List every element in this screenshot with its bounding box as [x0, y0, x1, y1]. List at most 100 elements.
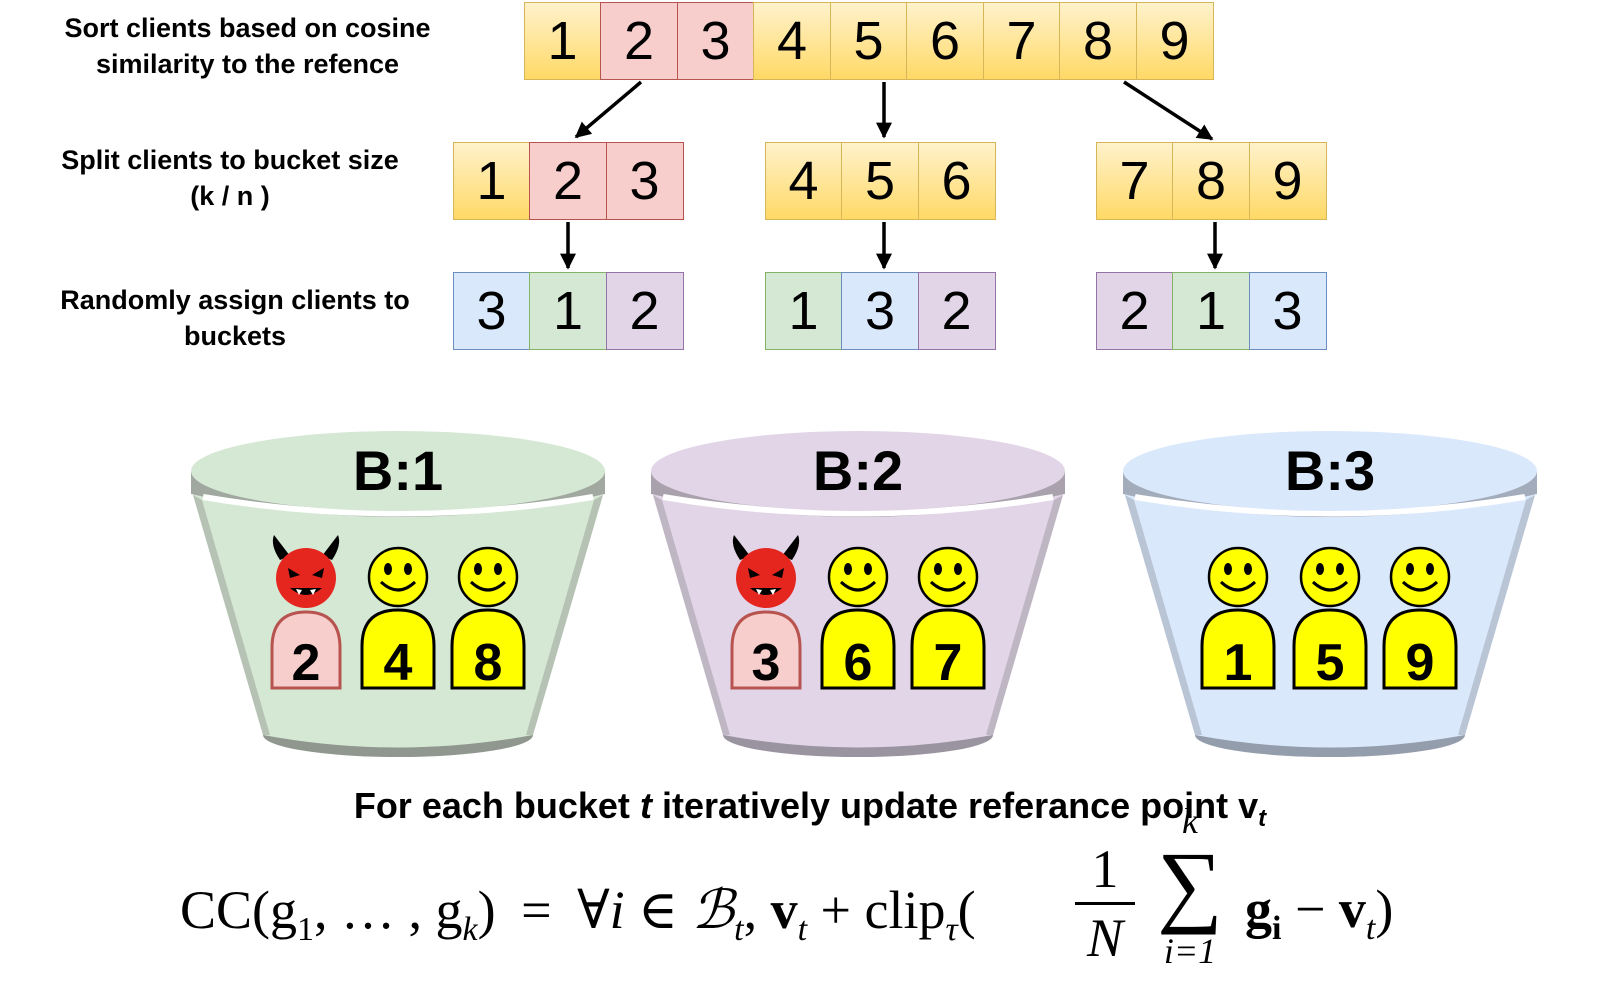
label-assign-line2: buckets: [183, 321, 287, 351]
client-number: 6: [844, 634, 873, 692]
caption-sub: t: [1258, 805, 1267, 833]
formula-v2-sub: t: [1365, 909, 1376, 947]
formula-lhs-sub1: 1: [297, 910, 315, 948]
client-number: 9: [1406, 634, 1435, 692]
formula-lhs: CC(g: [180, 880, 298, 940]
malicious-client: 3: [730, 535, 802, 692]
bucket-1: B:1 2 4 8: [191, 431, 605, 757]
benign-client: 8: [450, 546, 526, 692]
devil-icon: [272, 535, 340, 608]
bucket-title: B:2: [813, 439, 903, 502]
formula-sum-symbol: ∑: [1157, 833, 1223, 935]
label-sort-line1: Sort clients based on cosine: [64, 13, 431, 43]
formula-minus: −: [1294, 879, 1326, 939]
bucket-rim: [191, 431, 605, 511]
cc-formula: CC(g1, … , gk) = ∀i ∈ ℬt, vt + clipτ( 1 …: [180, 801, 1394, 971]
client-body: [820, 608, 896, 690]
client-number: 2: [292, 634, 321, 692]
benign-client: 6: [820, 546, 896, 692]
formula-equals: =: [521, 880, 552, 940]
arrows: [560, 80, 1223, 270]
formula-set-b: ℬ: [691, 880, 735, 940]
arrow-sort-to-split-3: [1123, 80, 1214, 141]
formula-sum-top: k: [1182, 801, 1198, 841]
client-body: [1292, 608, 1368, 690]
label-split-line1: Split clients to bucket size: [61, 145, 399, 175]
label-split: Split clients to bucket size (k / n ): [20, 142, 440, 214]
client-body: [1200, 608, 1276, 690]
formula-v2: v: [1338, 879, 1366, 939]
formula-fraction: 1 N: [1075, 838, 1135, 969]
benign-client: 9: [1382, 546, 1458, 692]
label-assign: Randomly assign clients to buckets: [20, 282, 450, 354]
bucket-title: B:3: [1285, 439, 1375, 502]
caption-text: For each bucket: [353, 785, 630, 826]
smiley-icon: [917, 546, 979, 608]
client-number: 8: [474, 634, 503, 692]
formula-lhs-close: ): [477, 880, 496, 940]
formula-forall: ∀i ∈: [577, 880, 679, 940]
split-client-cell: 4: [764, 142, 843, 220]
bucket-update-caption: For each bucket t iteratively update ref…: [0, 785, 1620, 833]
assigned-bucket-cell: 2: [917, 272, 996, 350]
split-client-cell: 8: [1172, 142, 1250, 220]
formula-v-sub: t: [797, 910, 808, 948]
client-body: [910, 608, 986, 690]
formula-sum: k ∑ i=1: [1145, 800, 1235, 972]
sorted-client-cell: 9: [1135, 2, 1214, 80]
assigned-bucket-cell: 3: [452, 272, 531, 350]
smiley-icon: [1389, 546, 1451, 608]
split-client-cell: 9: [1248, 142, 1327, 220]
sorted-client-cell: 7: [982, 2, 1061, 80]
formula-set-b-sub: t: [734, 910, 744, 948]
bucket-rim: [1123, 431, 1537, 511]
formula-g-sub: i: [1272, 909, 1282, 947]
client-number: 3: [752, 634, 781, 692]
arrow-sort-to-split-1: [574, 80, 643, 139]
assigned-bucket-cell: 2: [605, 272, 684, 350]
sorted-client-cell: 3: [676, 2, 755, 80]
smiley-icon: [1299, 546, 1361, 608]
caption-var: t: [639, 785, 652, 826]
formula-lhs-subk: k: [462, 910, 478, 948]
split-client-cell: 5: [841, 142, 919, 220]
benign-client: 7: [910, 546, 986, 692]
formula-sum-bottom: i=1: [1163, 931, 1217, 971]
formula-frac-num: 1: [1091, 839, 1119, 899]
sorted-client-cell: 1: [523, 2, 602, 80]
devil-icon: [732, 535, 800, 608]
label-split-line2: (k / n ): [190, 181, 270, 211]
client-body: [1382, 608, 1458, 690]
client-body: [270, 610, 342, 690]
smiley-icon: [1207, 546, 1269, 608]
bucket-title: B:1: [353, 439, 443, 502]
benign-client: 4: [360, 546, 436, 692]
client-body: [360, 608, 436, 690]
client-number: 4: [384, 634, 413, 692]
label-sort: Sort clients based on cosine similarity …: [20, 10, 475, 82]
formula-frac-den: N: [1086, 908, 1124, 968]
sorted-client-cell: 8: [1059, 2, 1137, 80]
label-assign-line1: Randomly assign clients to: [60, 285, 410, 315]
smiley-icon: [457, 546, 519, 608]
malicious-client: 2: [270, 535, 342, 692]
assigned-bucket-cell: 3: [841, 272, 919, 350]
smiley-icon: [367, 546, 429, 608]
assigned-bucket-cell: 3: [1248, 272, 1327, 350]
sorted-client-cell: 4: [753, 2, 831, 80]
formula-clip-sub: τ: [945, 910, 958, 948]
assigned-bucket-cell: 1: [529, 272, 607, 350]
fraction-bar: [1075, 902, 1135, 905]
client-body: [730, 610, 802, 690]
caption-rest: iteratively update referance point v: [661, 785, 1259, 826]
